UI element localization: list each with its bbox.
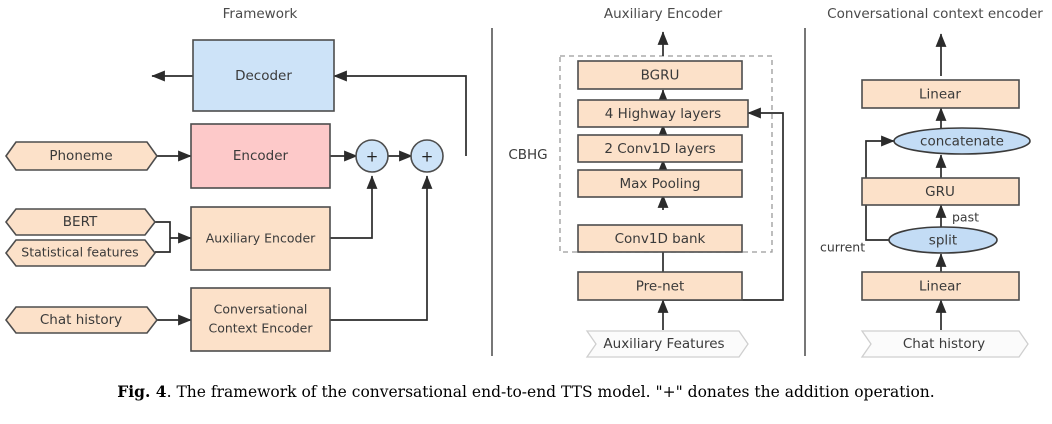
node-encoder[interactable]: Encoder	[190, 123, 331, 189]
node-adder-1[interactable]: +	[355, 139, 389, 173]
diagram-canvas: Framework Auxiliary Encoder Conversation…	[4, 6, 1043, 358]
node-concatenate-label: concatenate	[920, 134, 1004, 150]
node-auxiliary-encoder[interactable]: Auxiliary Encoder	[190, 206, 331, 271]
panel-title-framework: Framework	[223, 6, 298, 22]
edge-label-current: current	[820, 240, 865, 255]
node-adder-2-label: +	[421, 148, 434, 166]
node-bert-label: BERT	[63, 214, 98, 230]
node-concatenate-shape	[893, 127, 1031, 155]
node-split[interactable]: split	[888, 226, 998, 254]
node-bert-shape	[4, 208, 157, 236]
node-highway-layers-label: 4 Highway layers	[605, 106, 721, 122]
node-adder-1-label: +	[366, 148, 379, 166]
node-auxiliary-features[interactable]: Auxiliary Features	[585, 330, 749, 358]
node-gru-label: GRU	[925, 184, 955, 200]
node-phoneme-label: Phoneme	[49, 148, 112, 164]
edge-auxiliary-encoder-to-adder1	[329, 175, 378, 239]
node-max-pooling-label: Max Pooling	[619, 176, 700, 192]
node-split-label: split	[929, 233, 957, 249]
node-highway-layers-shape	[577, 99, 749, 128]
node-statistical-features-shape	[4, 239, 157, 267]
figure-caption-text: . The framework of the conversational en…	[166, 383, 935, 401]
node-statistical-features-label: Statistical features	[21, 245, 138, 260]
node-auxiliary-features-shape	[585, 330, 749, 358]
node-conversational-context-encoder-shape	[190, 287, 331, 352]
node-chat-history-framework[interactable]: Chat history	[4, 306, 159, 334]
node-conversational-context-encoder[interactable]: Conversational Context Encoder	[190, 287, 331, 352]
node-bert[interactable]: BERT	[4, 208, 157, 236]
node-conversational-context-encoder-label-2: Context Encoder	[208, 321, 313, 336]
edge-bert-merge	[155, 221, 171, 238]
node-conv1d-layers-label: 2 Conv1D layers	[604, 141, 715, 157]
node-auxiliary-features-label: Auxiliary Features	[603, 336, 724, 352]
node-linear-top-shape	[861, 79, 1020, 109]
node-conv1d-bank-shape	[577, 224, 743, 253]
node-conv1d-layers-shape	[577, 134, 743, 163]
node-linear-bottom-shape	[861, 271, 1020, 301]
node-decoder-shape	[192, 39, 335, 112]
node-adder-1-shape	[355, 139, 389, 173]
node-linear-top[interactable]: Linear	[861, 79, 1020, 109]
node-chat-history-right-label: Chat history	[903, 336, 985, 352]
edge-adder2-to-decoder	[333, 70, 467, 156]
node-conversational-context-encoder-label-1: Conversational	[214, 302, 308, 317]
node-concatenate[interactable]: concatenate	[893, 127, 1031, 155]
node-gru[interactable]: GRU	[861, 177, 1020, 206]
node-prenet-shape	[577, 271, 743, 301]
node-split-shape	[888, 226, 998, 254]
node-gru-shape	[861, 177, 1020, 206]
node-conv1d-layers[interactable]: 2 Conv1D layers	[577, 134, 743, 163]
node-decoder-label: Decoder	[235, 68, 292, 84]
node-max-pooling[interactable]: Max Pooling	[577, 169, 743, 198]
node-decoder[interactable]: Decoder	[192, 39, 335, 112]
node-max-pooling-shape	[577, 169, 743, 198]
node-chat-history-framework-shape	[4, 306, 159, 334]
node-chat-history-framework-label: Chat history	[40, 312, 122, 328]
edge-label-past: past	[952, 210, 979, 225]
node-prenet[interactable]: Pre-net	[577, 271, 743, 301]
node-chat-history-right-shape	[860, 330, 1029, 358]
node-conv1d-bank[interactable]: Conv1D bank	[577, 224, 743, 253]
node-bgru-label: BGRU	[641, 68, 680, 84]
figure-caption-number: Fig. 4	[117, 382, 167, 401]
node-auxiliary-encoder-label: Auxiliary Encoder	[206, 231, 316, 246]
node-phoneme-shape	[5, 141, 158, 171]
node-linear-bottom-label: Linear	[919, 279, 961, 295]
node-conv1d-bank-label: Conv1D bank	[615, 231, 706, 247]
node-adder-2-shape	[410, 139, 444, 173]
node-adder-2[interactable]: +	[410, 139, 444, 173]
node-linear-bottom[interactable]: Linear	[861, 271, 1020, 301]
panel-title-auxiliary-encoder: Auxiliary Encoder	[604, 6, 723, 22]
node-linear-top-label: Linear	[919, 87, 961, 103]
node-encoder-shape	[190, 123, 331, 189]
node-bgru-shape	[577, 60, 743, 90]
node-statistical-features[interactable]: Statistical features	[4, 239, 157, 267]
figure-caption: Fig. 4. The framework of the conversatio…	[0, 382, 1052, 402]
panel-title-conversational-context-encoder: Conversational context encoder	[827, 6, 1043, 22]
node-highway-layers[interactable]: 4 Highway layers	[577, 99, 749, 128]
node-prenet-label: Pre-net	[636, 279, 685, 295]
node-bgru[interactable]: BGRU	[577, 60, 743, 90]
node-chat-history-right[interactable]: Chat history	[860, 330, 1029, 358]
cbhg-group-label: CBHG	[508, 147, 547, 163]
node-phoneme[interactable]: Phoneme	[5, 141, 158, 171]
node-auxiliary-encoder-shape	[190, 206, 331, 271]
edge-context-encoder-to-adder2	[329, 175, 433, 321]
node-encoder-label: Encoder	[233, 148, 289, 164]
edge-statfeat-merge	[155, 238, 171, 253]
